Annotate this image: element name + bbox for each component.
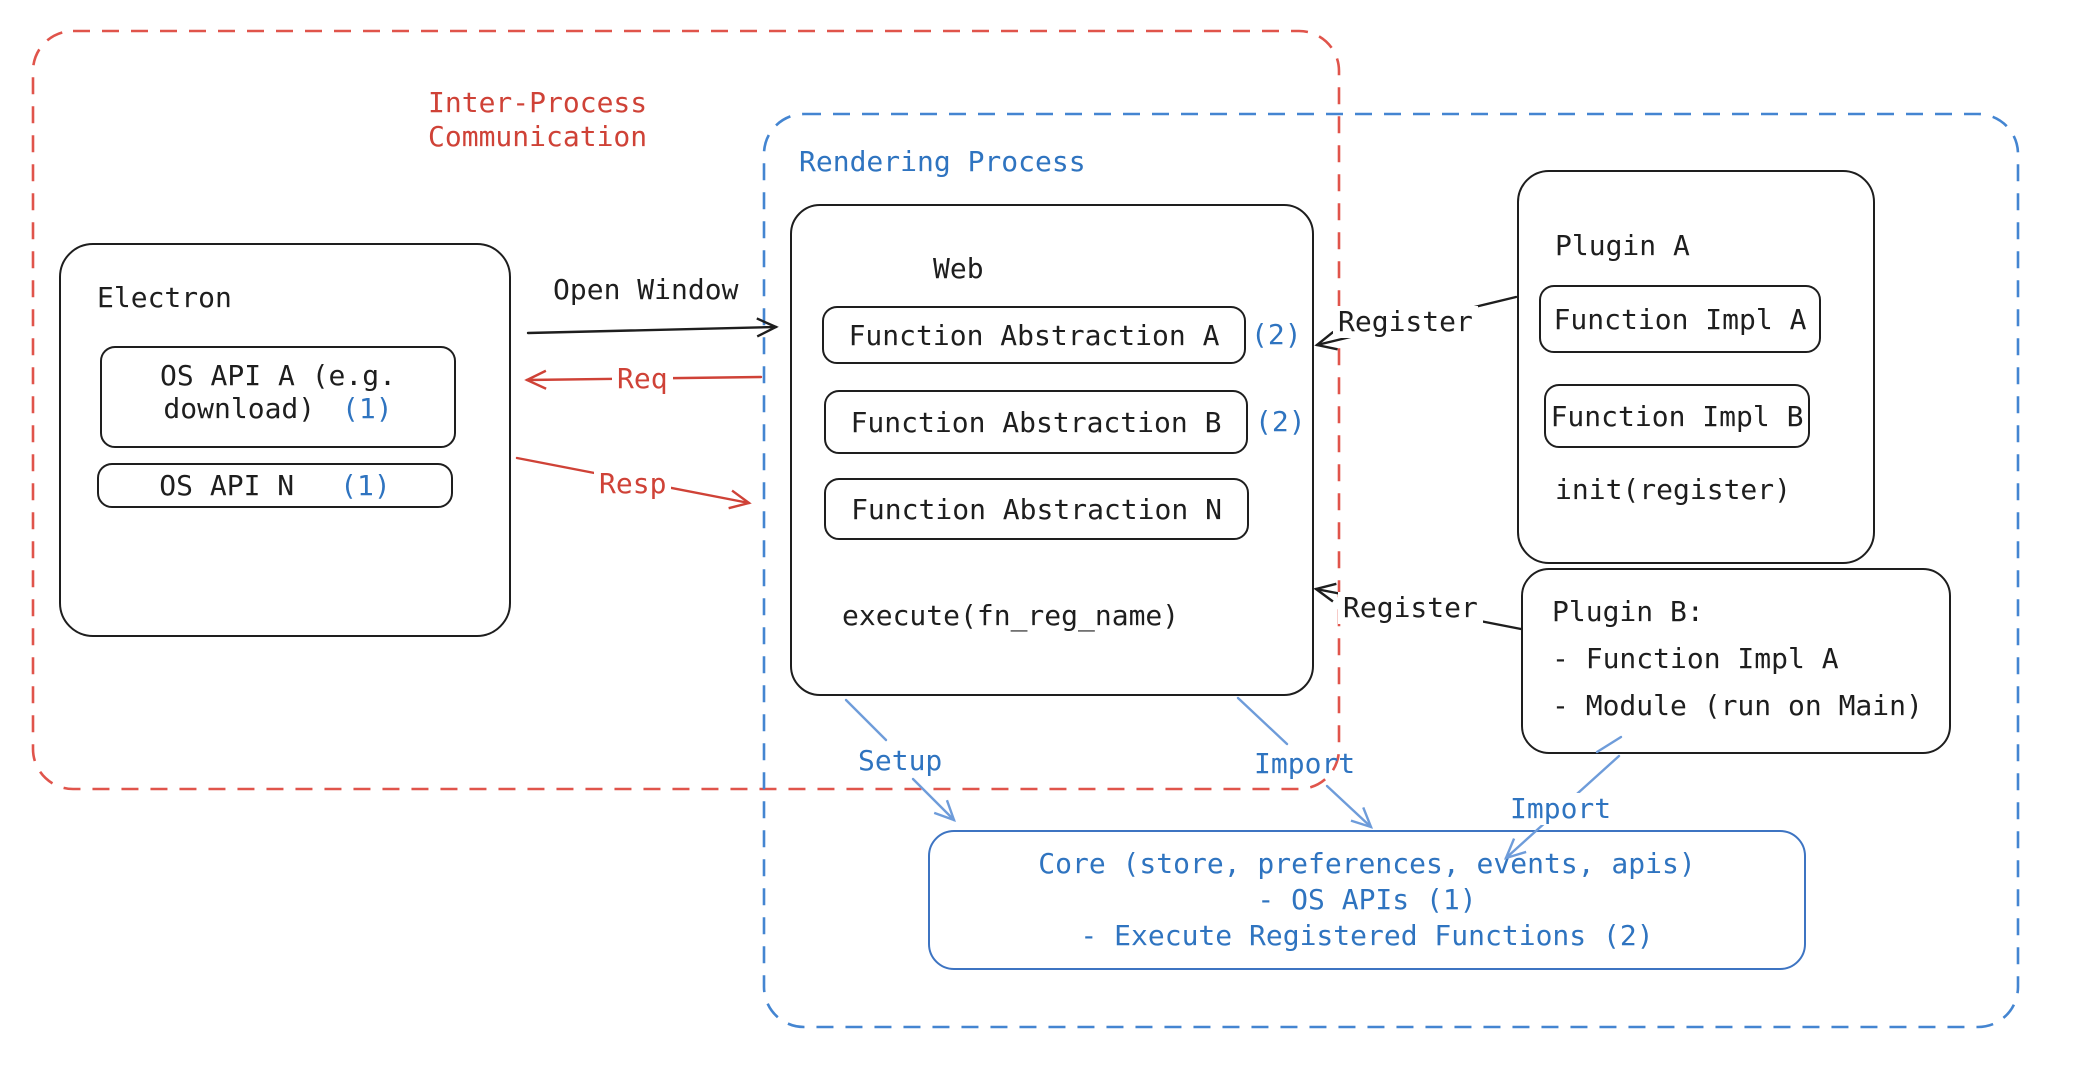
function-abstraction-b-box: Function Abstraction B xyxy=(824,390,1248,454)
plugin-a-box: Plugin A Function Impl A Function Impl B… xyxy=(1517,170,1875,564)
electron-box: Electron OS API A (e.g. download) (1) OS… xyxy=(59,243,511,637)
function-abstraction-a-badge: (2) xyxy=(1251,318,1302,351)
ipc-label-line-2: Communication xyxy=(428,120,648,153)
import-web-arrow xyxy=(1325,784,1374,829)
function-abstraction-n-box: Function Abstraction N xyxy=(824,478,1249,540)
function-impl-b-box: Function Impl B xyxy=(1544,384,1810,448)
core-line-3: - Execute Registered Functions (2) xyxy=(1080,919,1654,952)
function-abstraction-n-label: Function Abstraction N xyxy=(851,492,1222,526)
core-line-2: - OS APIs (1) xyxy=(1257,883,1477,916)
os-api-a-badge: (1) xyxy=(342,392,393,425)
setup-arrow xyxy=(911,777,956,822)
open-window-label: Open Window xyxy=(553,273,739,306)
function-impl-a-box: Function Impl A xyxy=(1539,285,1821,353)
req-label: Req xyxy=(612,363,673,395)
import-web-label: Import xyxy=(1254,747,1356,780)
function-abstraction-a-box: Function Abstraction A xyxy=(822,306,1246,364)
core-line-1: Core (store, preferences, events, apis) xyxy=(1038,847,1696,880)
setup-label: Setup xyxy=(858,744,943,777)
ipc-label-line-1: Inter-Process xyxy=(428,86,648,119)
register-plugin-b-label: Register xyxy=(1338,592,1483,624)
import-web-arrow-tail xyxy=(1236,696,1289,746)
plugin-b-title: Plugin B: xyxy=(1552,595,1704,628)
register-plugin-a-label: Register xyxy=(1333,306,1478,338)
function-impl-a-label: Function Impl A xyxy=(1553,302,1807,336)
execute-call-text: execute(fn_reg_name) xyxy=(842,599,1180,632)
function-abstraction-b-label: Function Abstraction B xyxy=(850,405,1222,439)
function-abstraction-a-label: Function Abstraction A xyxy=(848,318,1220,352)
web-title: Web xyxy=(933,252,984,285)
function-abstraction-b-badge: (2) xyxy=(1255,405,1306,438)
os-api-n-label: OS API N xyxy=(159,469,295,502)
plugin-a-title: Plugin A xyxy=(1555,229,1690,262)
core-box: Core (store, preferences, events, apis) … xyxy=(928,830,1806,970)
open-window-arrow xyxy=(526,317,779,338)
function-impl-b-label: Function Impl B xyxy=(1550,399,1804,433)
ipc-region-label: Inter-Process Communication xyxy=(428,86,647,154)
init-register-text: init(register) xyxy=(1555,473,1792,506)
import-plugin-b-label: Import xyxy=(1505,793,1617,825)
rendering-region-label: Rendering Process xyxy=(799,145,1086,178)
setup-arrow-tail xyxy=(844,698,888,742)
plugin-b-item-2: - Module (run on Main) xyxy=(1552,689,1923,722)
plugin-b-box: Plugin B: - Function Impl A - Module (ru… xyxy=(1521,568,1951,754)
resp-label: Resp xyxy=(594,468,672,500)
os-api-n-badge: (1) xyxy=(340,469,391,502)
os-api-n-box: OS API N (1) xyxy=(97,463,453,508)
os-api-a-box: OS API A (e.g. download) (1) xyxy=(100,346,456,448)
plugin-b-item-1: - Function Impl A xyxy=(1552,642,1839,675)
electron-title: Electron xyxy=(97,281,232,314)
web-box: Web Function Abstraction A (2) Function … xyxy=(790,204,1314,696)
